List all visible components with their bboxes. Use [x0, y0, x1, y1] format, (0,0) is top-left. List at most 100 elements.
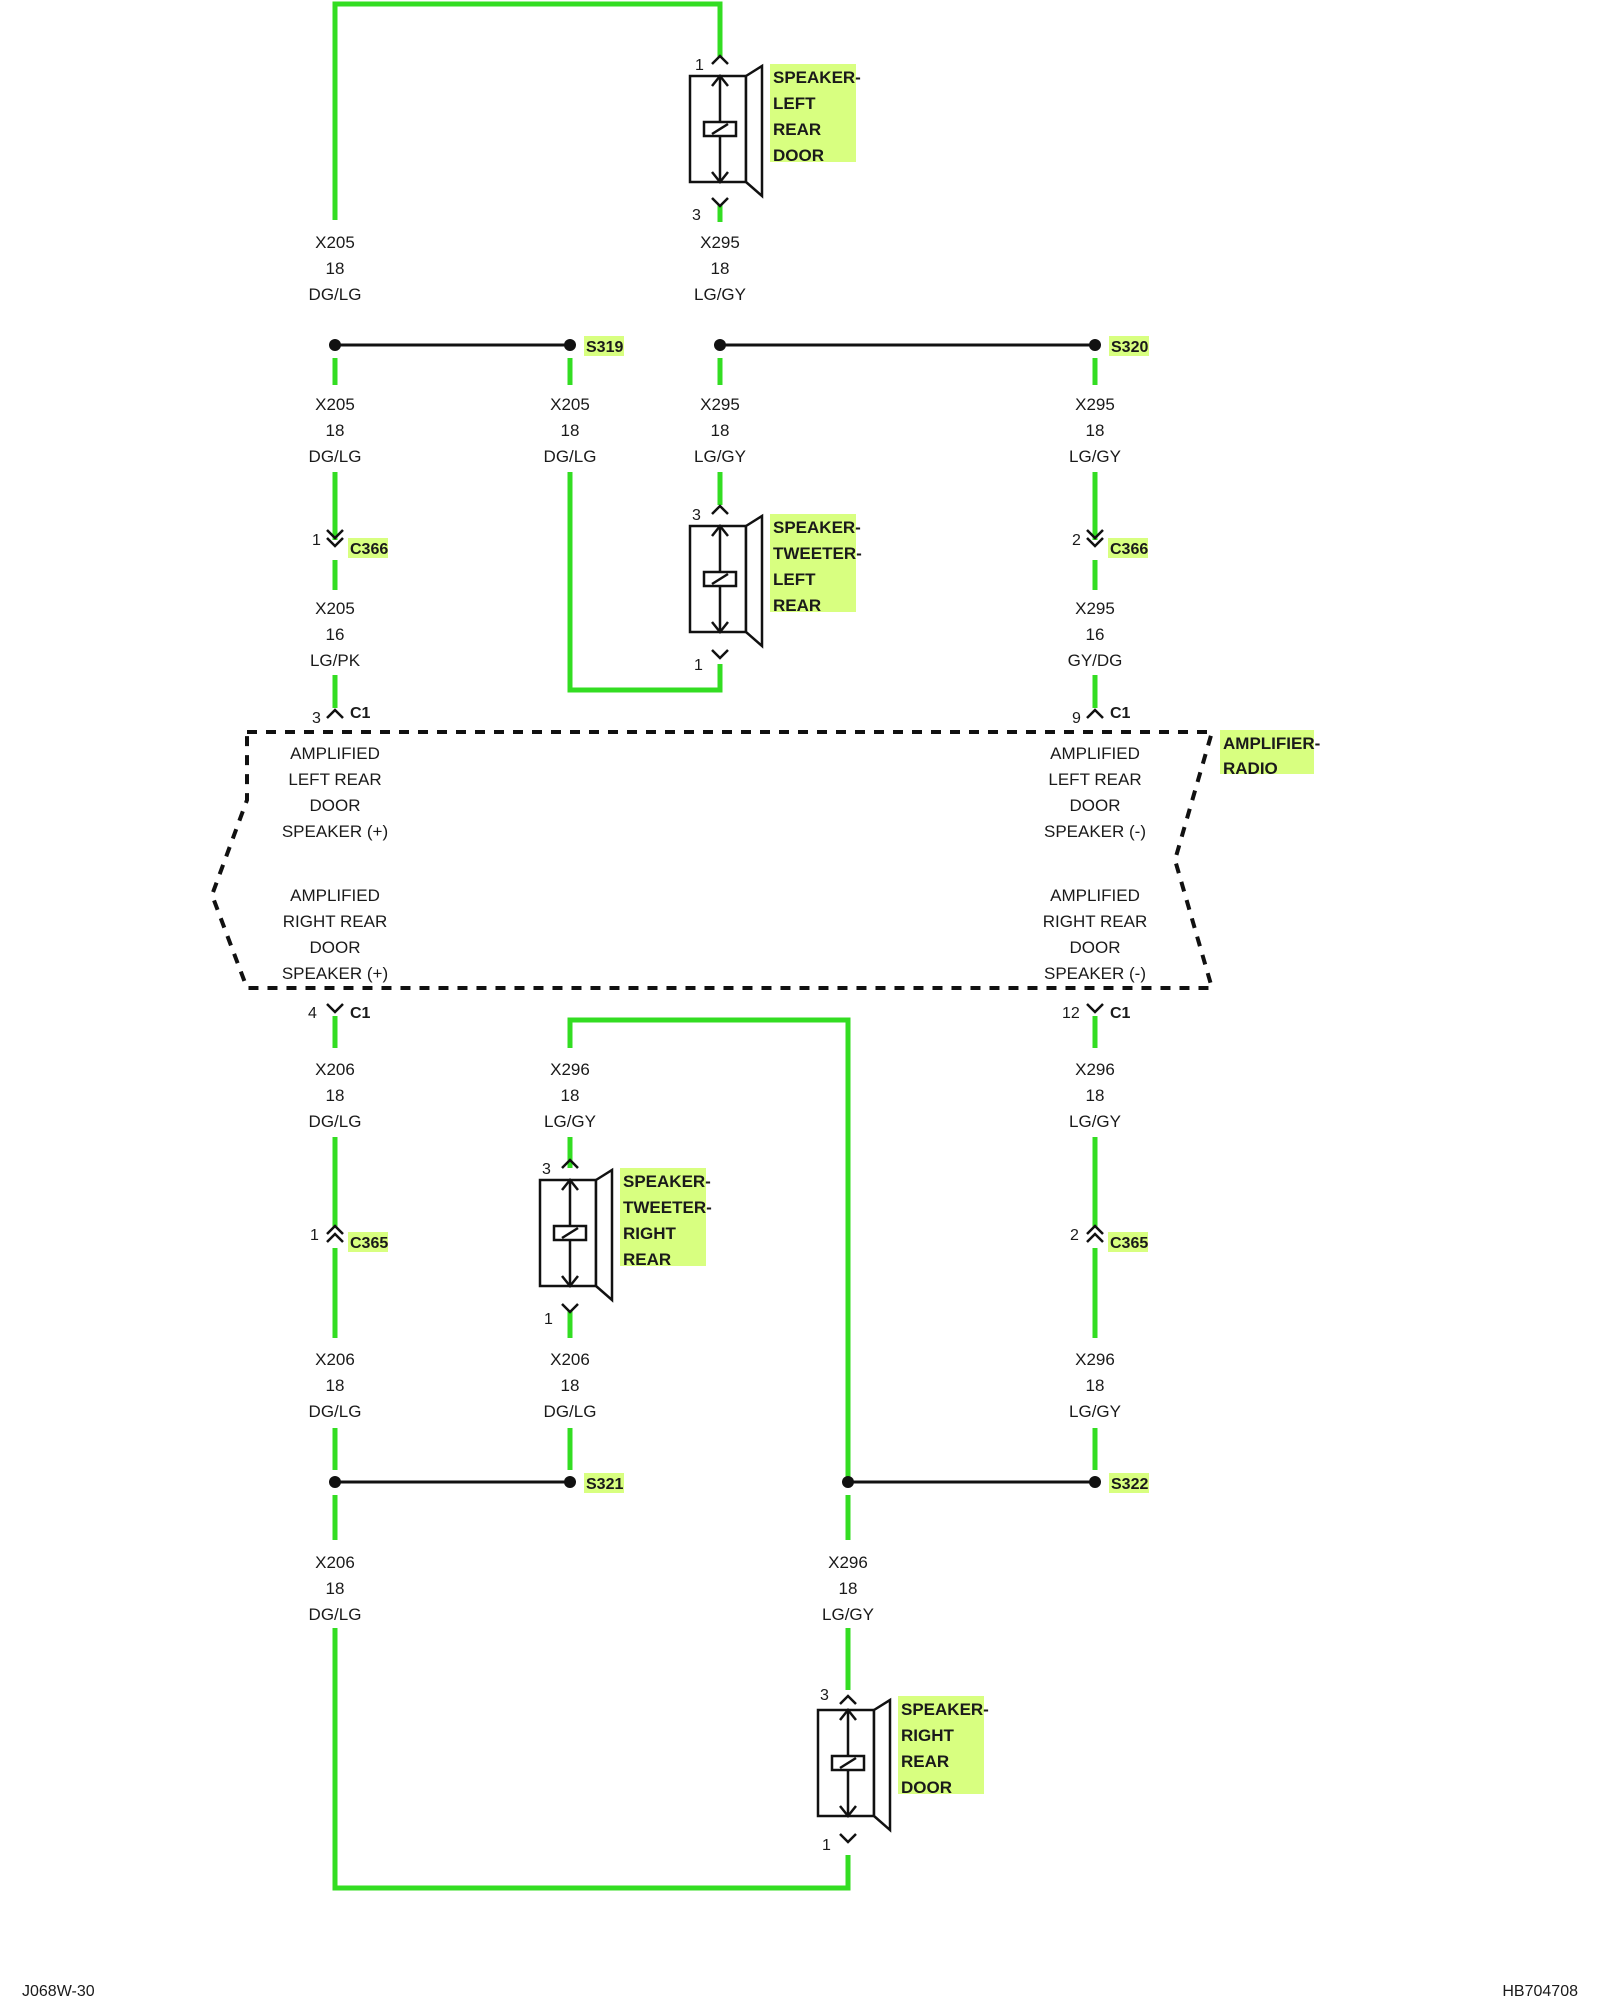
svg-text:DG/LG: DG/LG	[309, 285, 362, 304]
svg-text:X296: X296	[1075, 1350, 1115, 1369]
highlight-s322	[1109, 1473, 1149, 1493]
svg-text:TWEETER-: TWEETER-	[623, 1198, 712, 1217]
svg-text:AMPLIFIED: AMPLIFIED	[1050, 744, 1140, 763]
svg-text:DOOR: DOOR	[901, 1778, 952, 1797]
svg-text:X295: X295	[1075, 599, 1115, 618]
component-amplifier-radio: AMPLIFIER- RADIO	[1223, 734, 1320, 778]
svg-text:1: 1	[822, 1837, 831, 1854]
chevron-icon	[839, 1833, 857, 1844]
svg-text:SPEAKER-: SPEAKER-	[773, 518, 861, 537]
splice-dot-s322	[1089, 1476, 1101, 1488]
svg-text:18: 18	[326, 1579, 345, 1598]
svg-text:TWEETER-: TWEETER-	[773, 544, 862, 563]
svg-text:18: 18	[561, 1376, 580, 1395]
svg-text:RADIO: RADIO	[1223, 759, 1278, 778]
amplifier-circuits: AMPLIFIED LEFT REAR DOOR SPEAKER (+) AMP…	[282, 744, 1147, 983]
svg-text:LG/GY: LG/GY	[822, 1605, 874, 1624]
splice-dot	[329, 339, 341, 351]
speaker-symbols	[538, 63, 892, 1833]
highlight-amp	[1220, 730, 1314, 774]
highlight-s319	[584, 336, 624, 356]
svg-text:LG/PK: LG/PK	[310, 651, 361, 670]
svg-text:SPEAKER (-): SPEAKER (-)	[1044, 964, 1146, 983]
svg-text:3: 3	[820, 1687, 829, 1704]
connector-label-c1: C1	[1110, 1005, 1131, 1022]
svg-text:AMPLIFIER-: AMPLIFIER-	[1223, 734, 1320, 753]
component-labels: 1 3 SPEAKER- LEFT REAR DOOR 3 1 SPEAKER-…	[542, 57, 1320, 1854]
svg-text:REAR: REAR	[623, 1250, 671, 1269]
connector-label-c365: C365	[350, 1235, 388, 1252]
svg-text:DG/LG: DG/LG	[544, 1402, 597, 1421]
splice-dot	[329, 1476, 341, 1488]
chevron-icon	[561, 1158, 579, 1169]
svg-text:18: 18	[561, 1086, 580, 1105]
svg-text:DG/LG: DG/LG	[309, 447, 362, 466]
connector-pin: 2	[1070, 1227, 1079, 1244]
splice-label-s319: S319	[586, 339, 623, 356]
highlight-s321	[584, 1473, 624, 1493]
speaker-icon	[538, 1167, 614, 1303]
svg-text:16: 16	[1086, 625, 1105, 644]
splice-dot-s321	[564, 1476, 576, 1488]
wire-label-w4: X205 18 DG/LG	[544, 395, 597, 466]
svg-text:X295: X295	[700, 233, 740, 252]
splice-labels: S319 S320 S321 S322	[586, 339, 1148, 1493]
wire-label-w7: X205 16 LG/PK	[310, 599, 361, 670]
highlight-c366a	[348, 538, 388, 558]
component-speaker-tweeter-right-rear: 3 1 SPEAKER- TWEETER- RIGHT REAR	[542, 1161, 712, 1328]
highlight-tw-rr	[620, 1168, 706, 1266]
wire-label-w13: X206 18 DG/LG	[544, 1350, 597, 1421]
svg-text:LG/GY: LG/GY	[1069, 1402, 1121, 1421]
splice-bars	[335, 343, 1095, 1484]
chevron-icon	[711, 197, 729, 208]
svg-text:18: 18	[326, 1376, 345, 1395]
chevron-icon	[1086, 1232, 1104, 1243]
circuit-right-rear-door-neg: AMPLIFIED RIGHT REAR DOOR SPEAKER (-)	[1043, 886, 1148, 983]
svg-text:SPEAKER (+): SPEAKER (+)	[282, 964, 388, 983]
splice-label-s321: S321	[586, 1476, 623, 1493]
svg-text:DG/LG: DG/LG	[309, 1402, 362, 1421]
svg-text:AMPLIFIED: AMPLIFIED	[1050, 886, 1140, 905]
svg-text:LG/GY: LG/GY	[694, 447, 746, 466]
splice-dot	[714, 339, 726, 351]
chevron-icon	[326, 708, 344, 719]
wire-x296-top-loop	[567, 1017, 851, 1482]
chevron-icon	[1086, 537, 1104, 548]
label-highlights	[348, 64, 1314, 1794]
svg-text:X206: X206	[315, 1060, 355, 1079]
svg-text:X296: X296	[550, 1060, 590, 1079]
svg-text:DOOR: DOOR	[1070, 938, 1121, 957]
svg-text:LEFT REAR: LEFT REAR	[1048, 770, 1141, 789]
svg-text:LEFT REAR: LEFT REAR	[288, 770, 381, 789]
wire-x205-top-loop	[332, 1, 723, 220]
svg-text:DOOR: DOOR	[310, 796, 361, 815]
svg-text:X205: X205	[315, 395, 355, 414]
svg-text:X295: X295	[1075, 395, 1115, 414]
svg-text:REAR: REAR	[901, 1752, 949, 1771]
wire-label-w5: X295 18 LG/GY	[694, 395, 746, 466]
svg-text:X206: X206	[550, 1350, 590, 1369]
svg-text:DOOR: DOOR	[1070, 796, 1121, 815]
svg-text:REAR: REAR	[773, 120, 821, 139]
wire-label-w11: X296 18 LG/GY	[1069, 1060, 1121, 1131]
splice-dot	[842, 1476, 854, 1488]
wire-label-w15: X206 18 DG/LG	[309, 1553, 362, 1624]
speaker-icon	[688, 63, 764, 199]
connector-label-c366: C366	[350, 541, 388, 558]
speaker-icon	[688, 513, 764, 649]
splice-dot-s319	[564, 339, 576, 351]
svg-text:DG/LG: DG/LG	[544, 447, 597, 466]
chevron-icon	[711, 504, 729, 515]
wires	[332, 1, 1098, 1891]
chevron-icon	[326, 1224, 344, 1235]
svg-text:DG/LG: DG/LG	[309, 1112, 362, 1131]
svg-text:X205: X205	[315, 599, 355, 618]
svg-text:X206: X206	[315, 1553, 355, 1572]
chevron-icon	[711, 649, 729, 660]
chevron-icon	[1086, 1003, 1104, 1014]
highlight-spk-lrd	[770, 64, 856, 162]
svg-text:GY/DG: GY/DG	[1068, 651, 1123, 670]
speaker-icon	[816, 1697, 892, 1833]
svg-text:LEFT: LEFT	[773, 570, 816, 589]
svg-text:REAR: REAR	[773, 596, 821, 615]
